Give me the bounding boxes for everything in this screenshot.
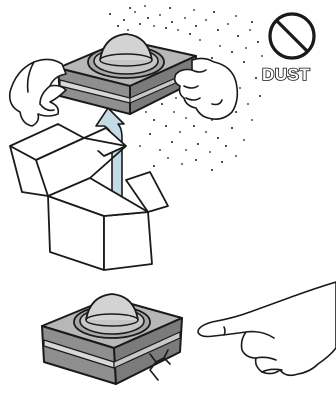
left-hand-icon xyxy=(8,58,67,127)
right-hand-icon xyxy=(173,57,239,120)
dust-warning-label: DUST xyxy=(261,65,311,84)
dust-particles xyxy=(109,5,263,171)
prohibition-icon xyxy=(268,12,316,60)
open-box xyxy=(9,123,169,271)
pointing-hand-icon xyxy=(197,281,336,377)
crack-icon xyxy=(149,349,171,381)
device-placed xyxy=(41,293,183,385)
